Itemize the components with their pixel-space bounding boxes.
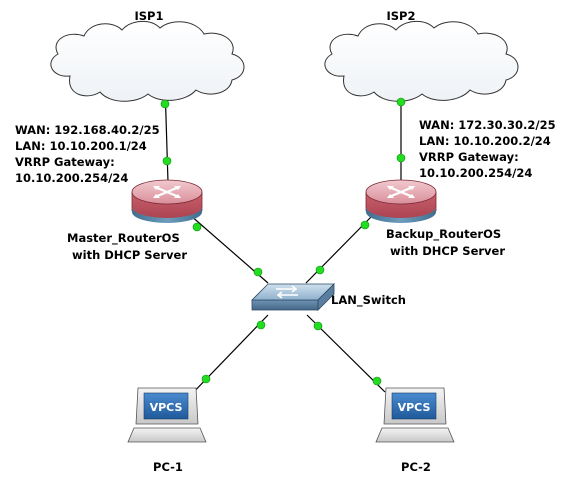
link-endpoint-dot [256, 320, 266, 330]
pc2-label: PC-2 [401, 460, 431, 474]
master-wan-label: WAN: 192.168.40.2/25 [15, 123, 160, 137]
link-endpoint-dot [372, 376, 382, 386]
link-endpoint-dot [192, 222, 202, 232]
router-name-line2: with DHCP Server [390, 244, 505, 258]
cloud-icon [50, 21, 245, 102]
cloud-isp2[interactable]: ISP2 [324, 9, 519, 102]
link-endpoint-dot [315, 265, 325, 275]
host-pc2[interactable]: VPCS PC-2 [375, 387, 455, 474]
link-endpoint-dot [396, 97, 406, 107]
links [164, 83, 402, 401]
backup-config-labels: WAN: 172.30.30.2/25 LAN: 10.10.200.2/24 … [419, 118, 556, 180]
backup-lan-label: LAN: 10.10.200.2/24 [419, 134, 551, 148]
router-name-line1: Master_RouterOS [67, 231, 180, 246]
cloud-label-isp1: ISP1 [135, 9, 164, 23]
cloud-icon [324, 21, 519, 102]
router-name-line1: Backup_RouterOS [386, 227, 501, 242]
link-endpoint-dot [253, 267, 263, 277]
host-pc1[interactable]: VPCS PC-1 [127, 387, 207, 474]
lan-switch[interactable]: LAN_Switch [251, 283, 406, 311]
link-switch-pc1 [185, 314, 269, 401]
master-lan-label: LAN: 10.10.200.1/24 [15, 139, 147, 153]
backup-wan-label: WAN: 172.30.30.2/25 [419, 118, 556, 132]
link-endpoint-dot [313, 321, 323, 331]
switch-icon [251, 283, 335, 311]
link-endpoint-dot [201, 374, 211, 384]
link-status-indicators [160, 97, 406, 386]
pc1-screen-text: VPCS [150, 401, 183, 414]
router-backup[interactable]: Backup_RouterOS with DHCP Server [365, 179, 505, 258]
router-icon [131, 179, 203, 223]
master-vrrp-value: 10.10.200.254/24 [15, 171, 128, 185]
backup-vrrp-label: VRRP Gateway: [419, 150, 519, 164]
cloud-isp1[interactable]: ISP1 [50, 9, 245, 102]
router-icon [365, 179, 437, 223]
vpcs-icon: VPCS [127, 387, 207, 443]
link-endpoint-dot [396, 153, 406, 163]
switch-label: LAN_Switch [331, 293, 406, 308]
backup-vrrp-value: 10.10.200.254/24 [419, 166, 532, 180]
pc1-label: PC-1 [153, 460, 183, 474]
link-endpoint-dot [160, 99, 170, 109]
link-endpoint-dot [360, 220, 370, 230]
router-name-line2: with DHCP Server [72, 248, 187, 262]
router-master[interactable]: Master_RouterOS with DHCP Server [67, 179, 203, 262]
master-config-labels: WAN: 192.168.40.2/25 LAN: 10.10.200.1/24… [15, 123, 160, 185]
cloud-label-isp2: ISP2 [387, 9, 416, 23]
master-vrrp-label: VRRP Gateway: [15, 155, 115, 169]
vpcs-icon: VPCS [375, 387, 455, 443]
pc2-screen-text: VPCS [398, 401, 431, 414]
link-endpoint-dot [162, 156, 172, 166]
